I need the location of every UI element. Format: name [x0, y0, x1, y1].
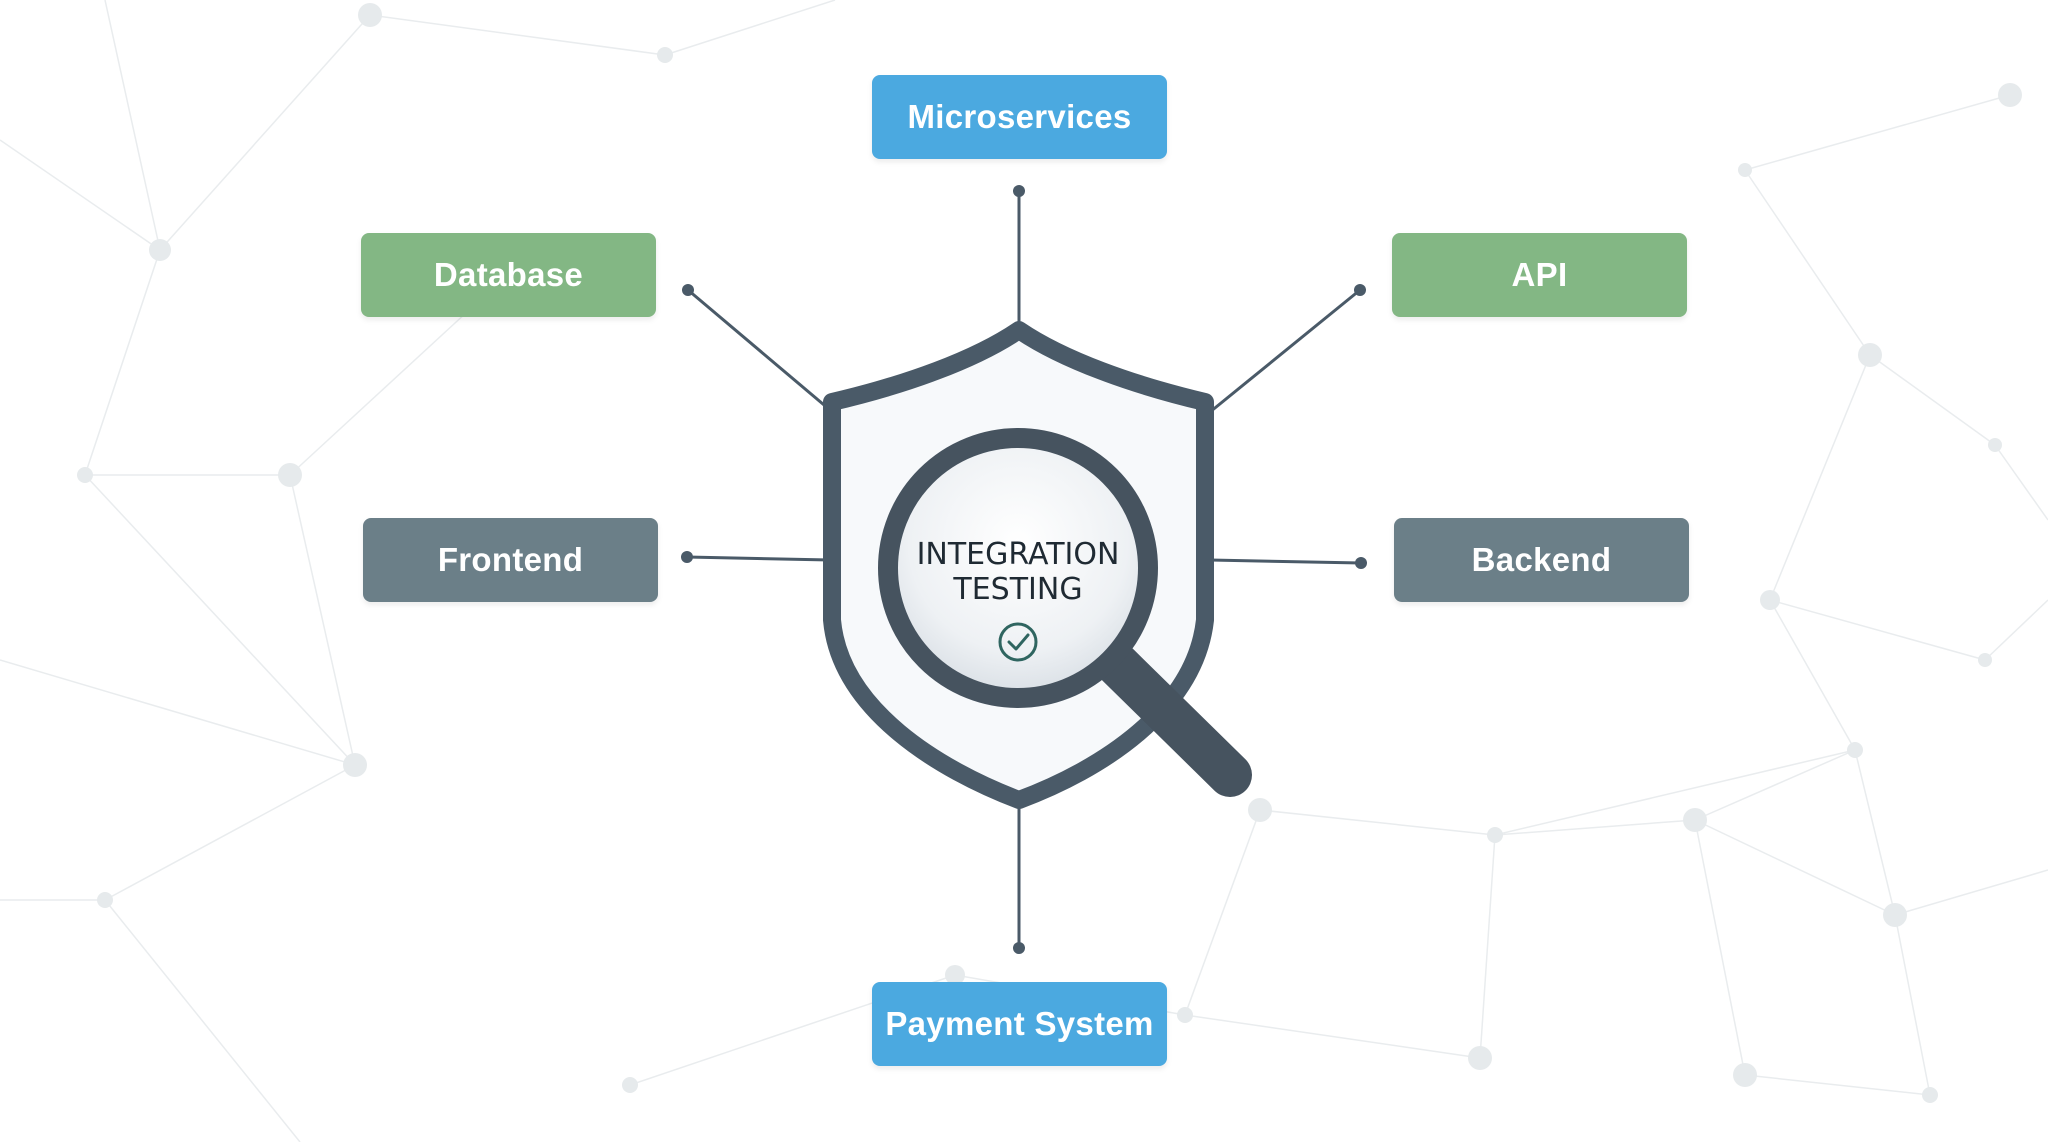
node-label-api: API — [1511, 256, 1568, 293]
connector-endpoint-api — [1354, 284, 1366, 296]
center-title-line-1: INTEGRATION — [916, 537, 1120, 572]
connector-endpoint-backend — [1355, 557, 1367, 569]
connector-api — [1209, 288, 1361, 414]
connector-frontend — [686, 555, 831, 562]
node-label-frontend: Frontend — [437, 541, 584, 578]
node-label-backend: Backend — [1471, 541, 1612, 578]
check-circle-icon — [998, 622, 1038, 662]
node-backend[interactable]: Backend — [1394, 518, 1689, 602]
node-microservices[interactable]: Microservices — [872, 75, 1167, 159]
connector-endpoint-frontend — [681, 551, 693, 563]
connector-database — [687, 288, 831, 412]
connector-endpoint-database — [682, 284, 694, 296]
connector-backend — [1209, 558, 1362, 565]
node-frontend[interactable]: Frontend — [363, 518, 658, 602]
magnifying-glass-icon — [878, 428, 1252, 797]
node-label-microservices: Microservices — [907, 98, 1132, 135]
node-label-payment-system: Payment System — [885, 1005, 1154, 1042]
connector-endpoint-microservices — [1013, 185, 1025, 197]
center-title-line-2: TESTING — [953, 572, 1083, 607]
node-payment-system[interactable]: Payment System — [872, 982, 1167, 1066]
node-api[interactable]: API — [1392, 233, 1687, 317]
node-label-database: Database — [433, 256, 584, 293]
node-database[interactable]: Database — [361, 233, 656, 317]
integration-testing-emblem — [823, 321, 1252, 809]
connector-endpoint-payment-system — [1013, 942, 1025, 954]
